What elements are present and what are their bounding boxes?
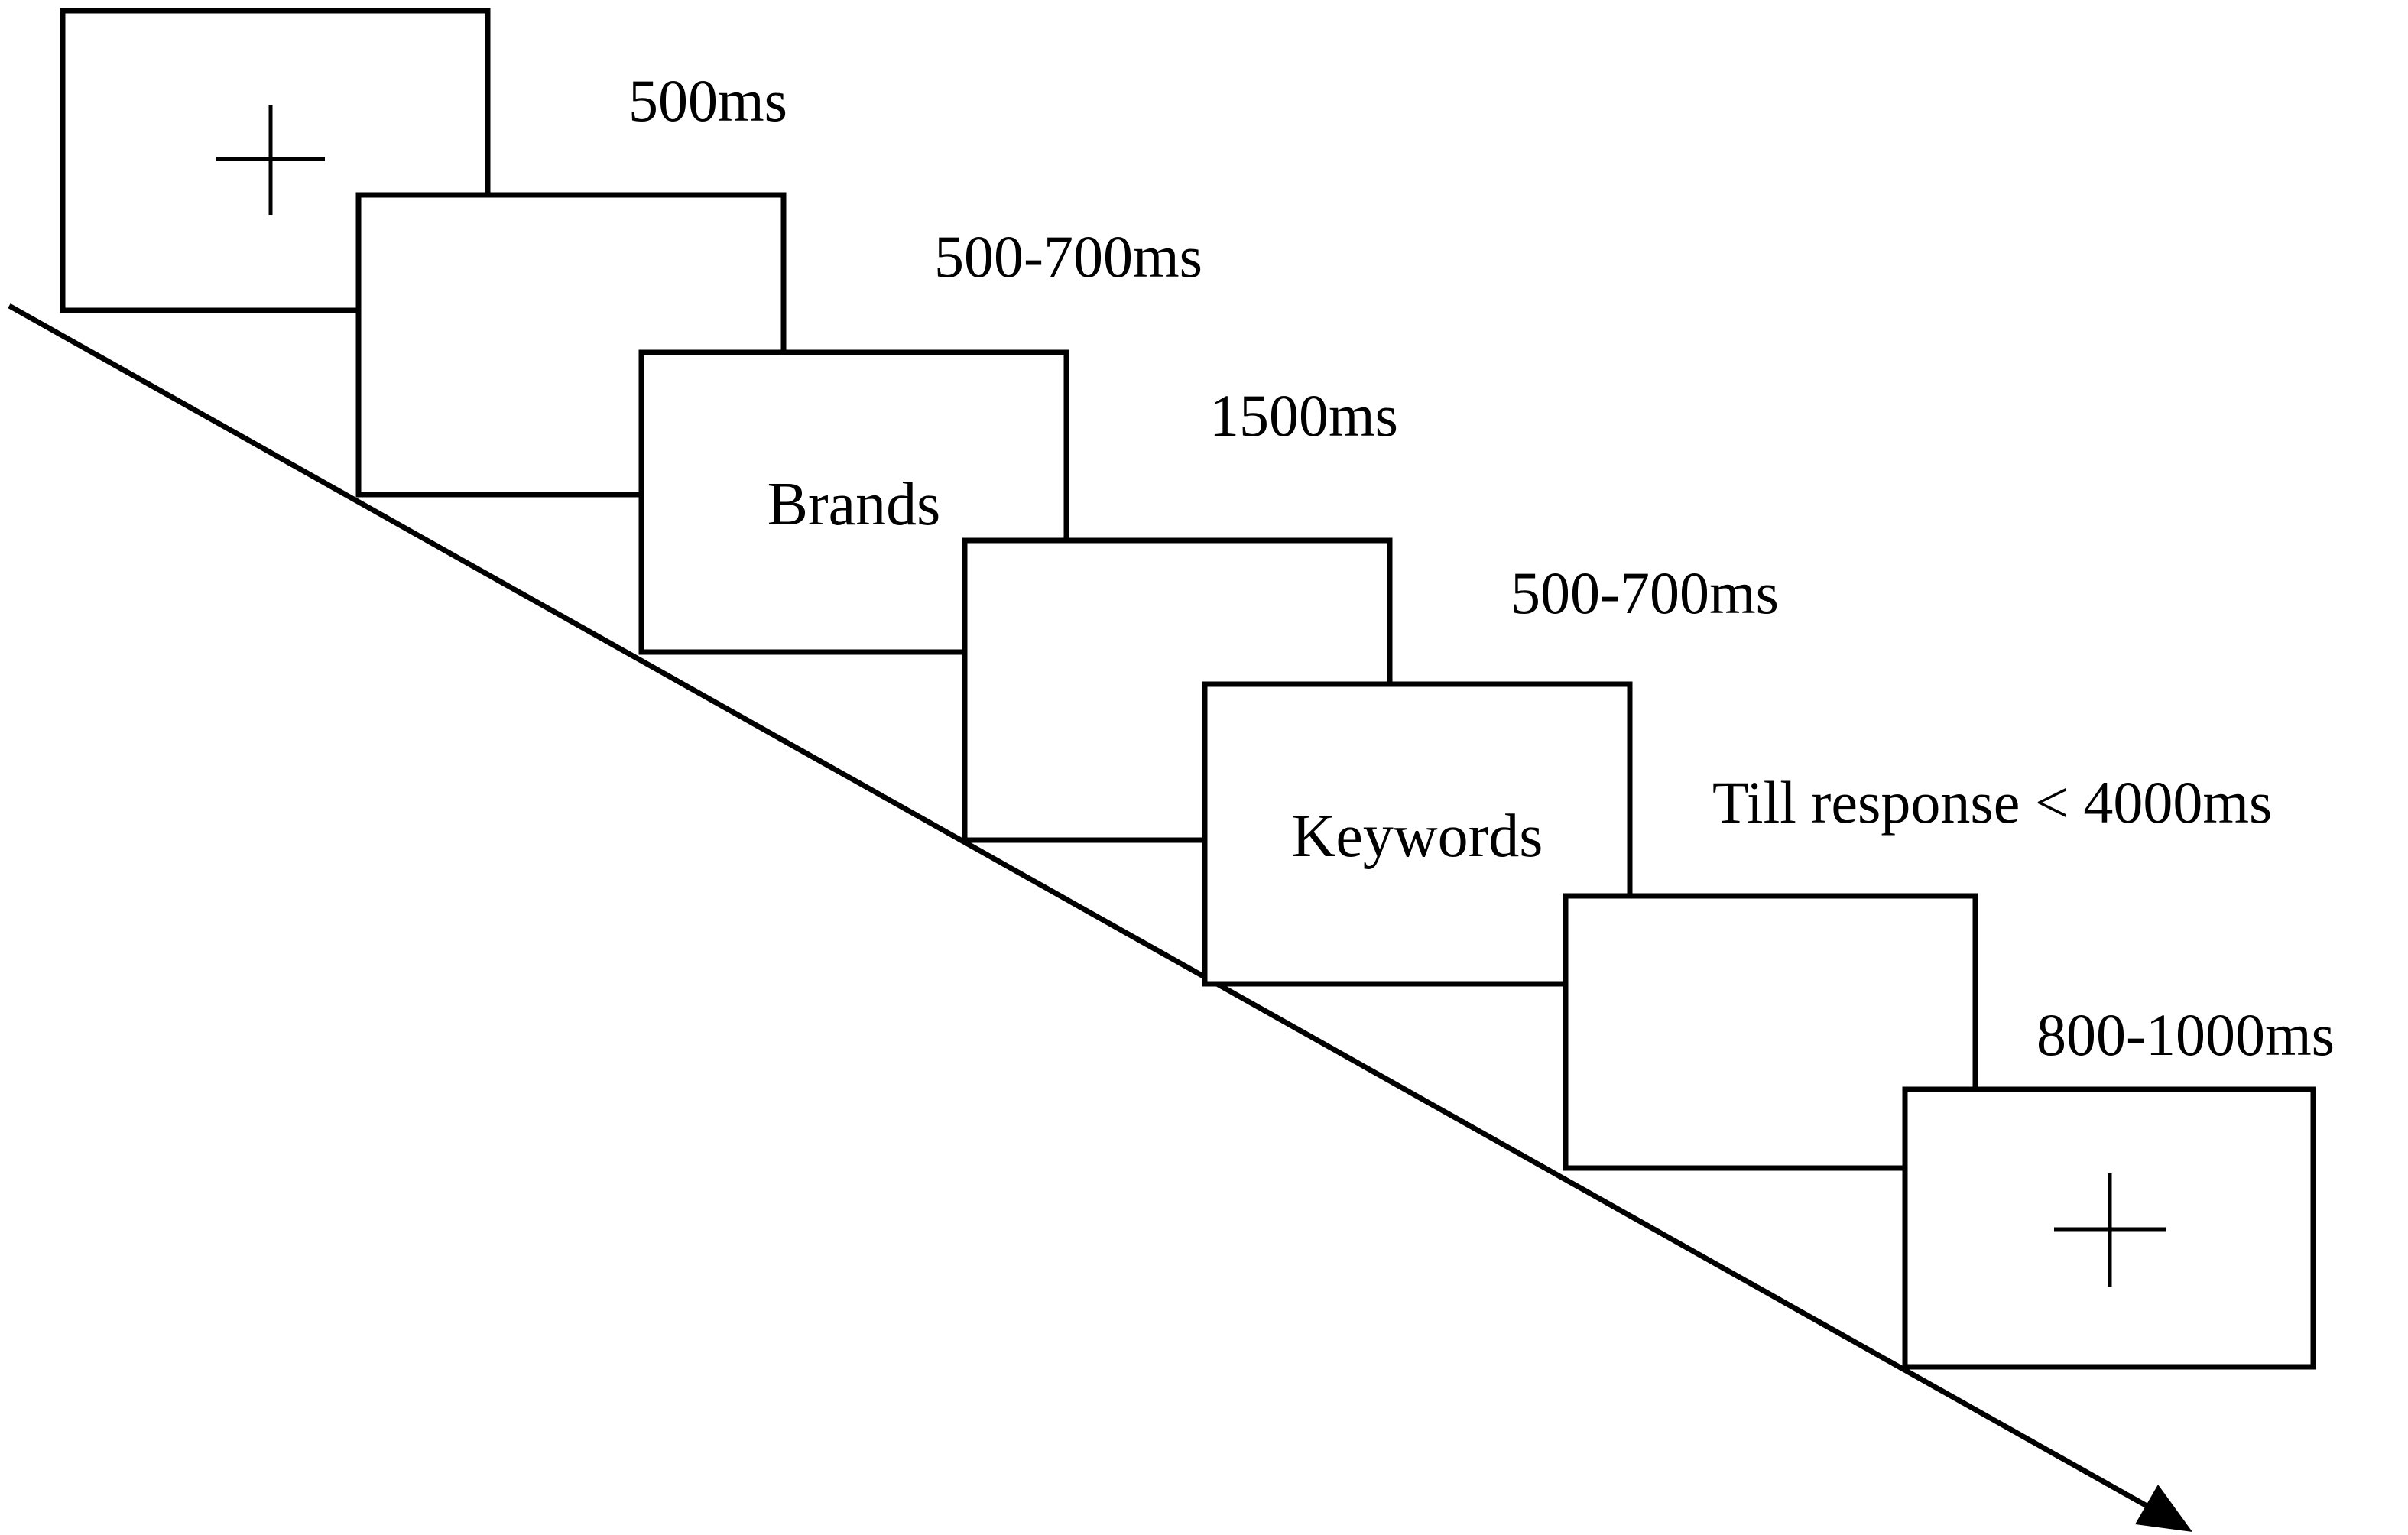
duration-label-1: 500ms bbox=[628, 67, 787, 134]
screen-3-label: Brands bbox=[768, 471, 941, 538]
timeline-arrow-line bbox=[8, 303, 2151, 1511]
duration-label-4: 500-700ms bbox=[1511, 560, 1779, 626]
duration-label-6: 800-1000ms bbox=[2036, 1001, 2335, 1068]
screen-5: Keywords bbox=[1202, 681, 1633, 987]
duration-label-2: 500-700ms bbox=[934, 223, 1202, 290]
screen-5-label: Keywords bbox=[1292, 803, 1543, 870]
duration-label-5: Till response < 4000ms bbox=[1712, 769, 2272, 836]
screen-7 bbox=[1902, 1086, 2316, 1370]
time-arrow-icon bbox=[2135, 1485, 2192, 1532]
duration-label-3: 1500ms bbox=[1209, 382, 1398, 449]
